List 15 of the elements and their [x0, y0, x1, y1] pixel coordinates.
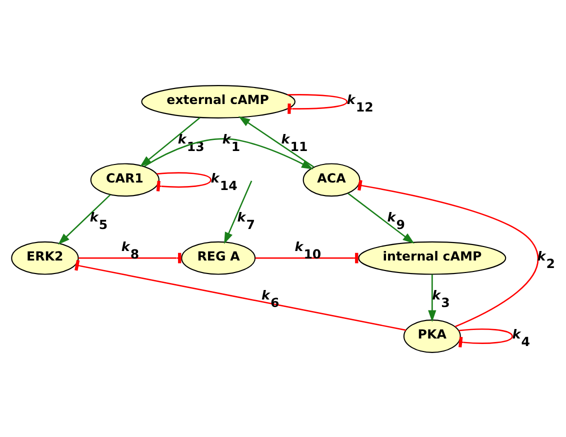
arrow	[238, 116, 314, 168]
arrow	[348, 192, 414, 244]
node-ellipse: REG A	[181, 240, 256, 274]
arrow	[144, 138, 314, 169]
node-ellipse: external cAMP	[141, 84, 296, 118]
node-ellipse: ACA	[302, 162, 360, 196]
arrow	[224, 180, 252, 244]
node-ellipse: PKA	[403, 319, 461, 352]
connector	[74, 259, 406, 330]
connector	[287, 94, 348, 114]
arrow	[58, 194, 111, 244]
arrow	[140, 116, 200, 166]
connector	[458, 328, 513, 347]
node-ellipse: internal cAMP	[358, 240, 506, 274]
connector	[156, 172, 212, 191]
